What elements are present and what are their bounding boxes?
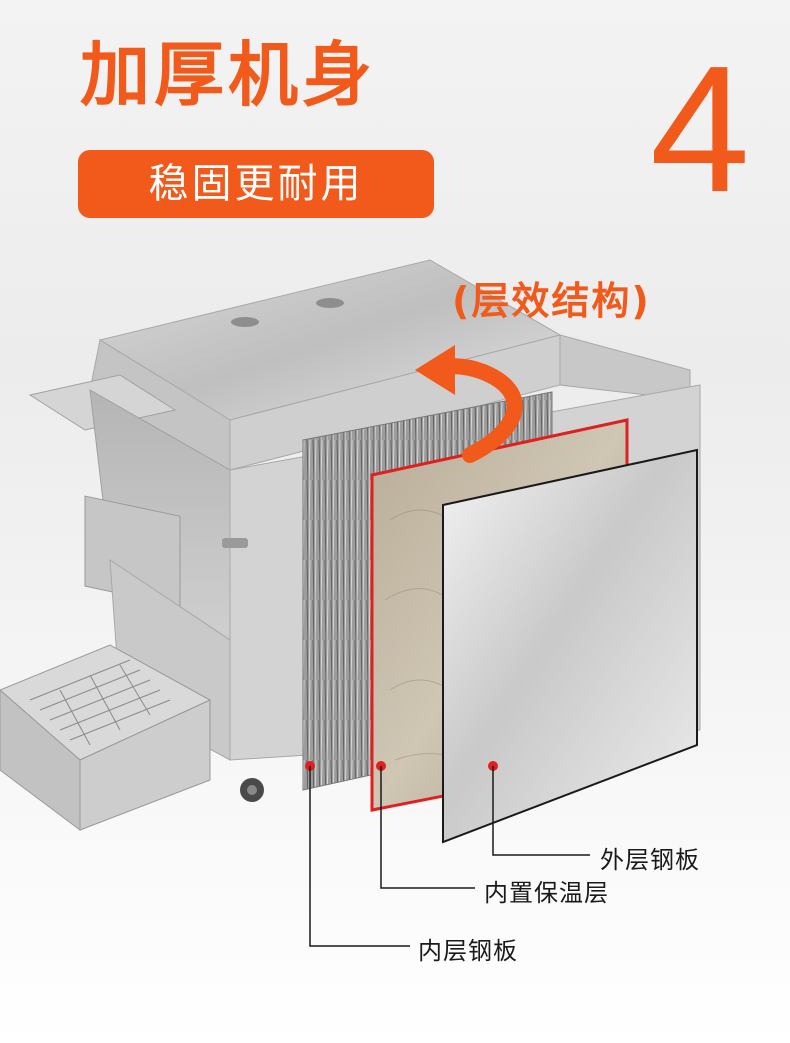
curved-arrow-icon: [415, 345, 523, 463]
insulation-leader: [380, 766, 475, 889]
headline-pill: 稳固更耐用: [78, 150, 434, 218]
inner-plate-leader: [309, 766, 410, 947]
headline-title: 加厚机身: [80, 34, 376, 116]
feature-number: 4: [649, 29, 750, 230]
outer-plate-leader: [492, 766, 590, 856]
insulation-label: 内置保温层: [484, 879, 609, 907]
inner-plate-label: 内层钢板: [418, 937, 518, 965]
outer-plate-label: 外层钢板: [600, 846, 700, 874]
outer-steel-plate: [442, 448, 698, 844]
structure-subtitle: (层效结构): [452, 279, 651, 323]
